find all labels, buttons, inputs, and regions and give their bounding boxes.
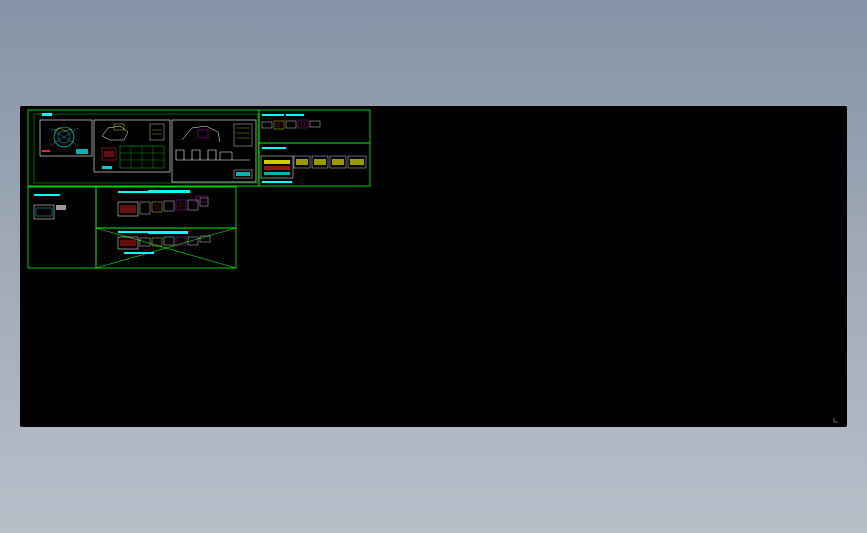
detail-strip-1-thumbnails [261,119,321,130]
sheet-crossed-out[interactable] [95,227,237,269]
cad-model-viewport[interactable] [20,106,847,427]
sheet-main-title-mark [42,113,52,116]
sheet-cross-line-2 [95,227,237,269]
sheet-detail-strip-2[interactable] [258,142,371,187]
sheet-detail-strip-2-frame [258,142,371,187]
sheet-main-frame [27,109,260,187]
sheet-section-views[interactable] [95,186,237,229]
crossed-out-thumbnails [117,235,211,254]
detail-strip-2-thumbnails [293,155,367,169]
sheet-detail-strip-1[interactable] [258,109,371,144]
sheet-main-layout[interactable] [27,109,260,187]
drawing-elevation-grid [93,119,171,173]
sheet-section-views-frame [95,186,237,229]
ucs-icon [833,418,838,423]
sheet-small-detail[interactable] [27,186,97,269]
cad-drawing-canvas[interactable] [20,106,847,427]
sheet-main-inner-frame [33,113,259,184]
drawing-front-elevation [171,119,257,183]
drawing-circular-plan [39,119,93,157]
sheet-small-detail-frame [27,186,97,269]
sheet-crossed-out-frame [95,227,237,269]
section-views-thumbnails [117,195,209,217]
